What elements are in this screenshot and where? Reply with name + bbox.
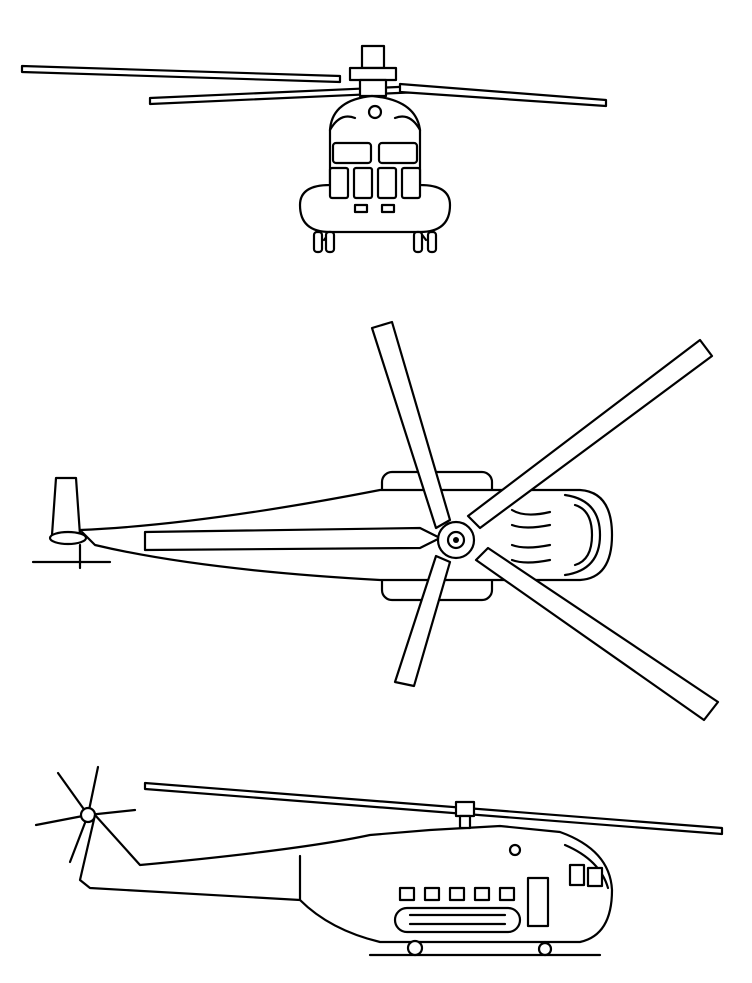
side-fuselage — [78, 813, 614, 944]
fuel-tank — [393, 906, 522, 934]
front-fuselage — [298, 94, 452, 234]
top-main-rotor — [143, 320, 720, 722]
front-view — [20, 44, 608, 254]
top-view — [31, 320, 720, 722]
front-main-rotor — [20, 44, 608, 108]
top-tail — [48, 476, 88, 570]
side-main-rotor — [143, 781, 724, 836]
side-view — [34, 765, 724, 957]
front-landing-gear — [312, 230, 438, 254]
side-landing-gear — [406, 939, 553, 957]
